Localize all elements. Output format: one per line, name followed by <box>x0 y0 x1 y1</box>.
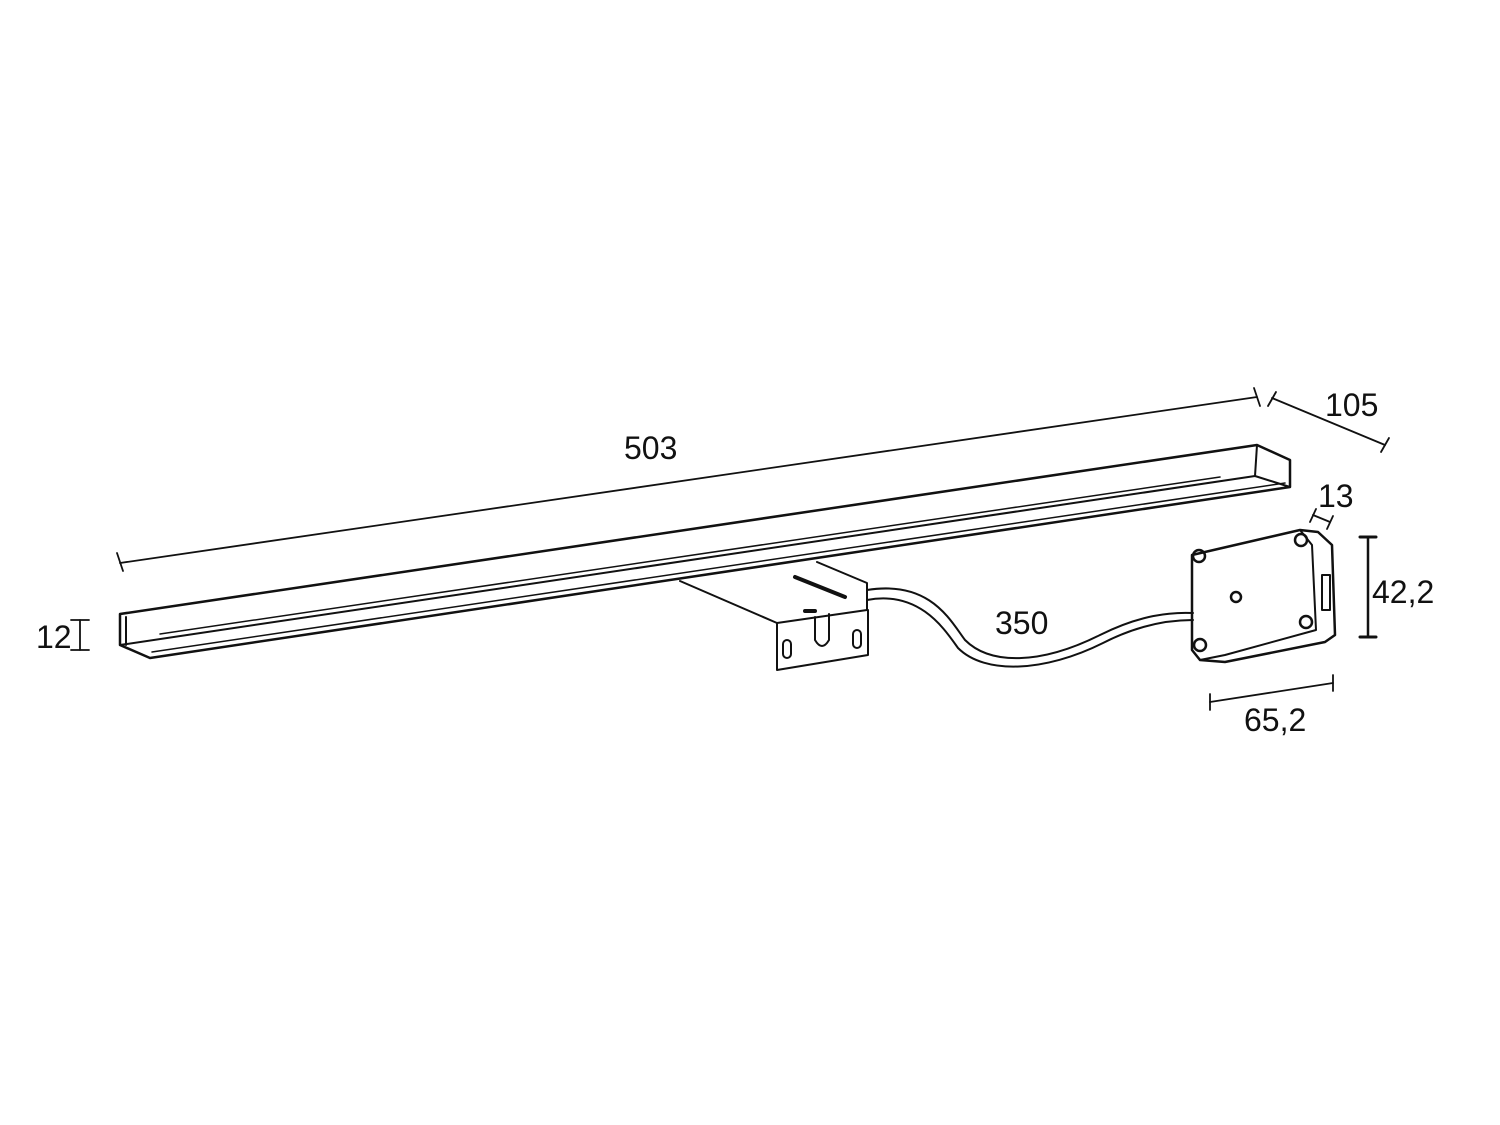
dimension-bar-height: 12 <box>36 619 72 655</box>
dimension-length: 503 <box>624 430 677 466</box>
cable <box>866 587 1194 668</box>
junction-box <box>1190 528 1337 664</box>
led-bar <box>118 443 1292 660</box>
dimension-depth: 105 <box>1325 387 1378 423</box>
dimension-lines <box>70 387 1390 711</box>
dimension-box-width: 65,2 <box>1244 702 1306 738</box>
dimension-box-depth: 13 <box>1318 478 1354 514</box>
dimension-box-height: 42,2 <box>1372 574 1434 610</box>
mounting-bracket <box>679 561 869 671</box>
dimension-cable-length: 350 <box>995 605 1048 641</box>
